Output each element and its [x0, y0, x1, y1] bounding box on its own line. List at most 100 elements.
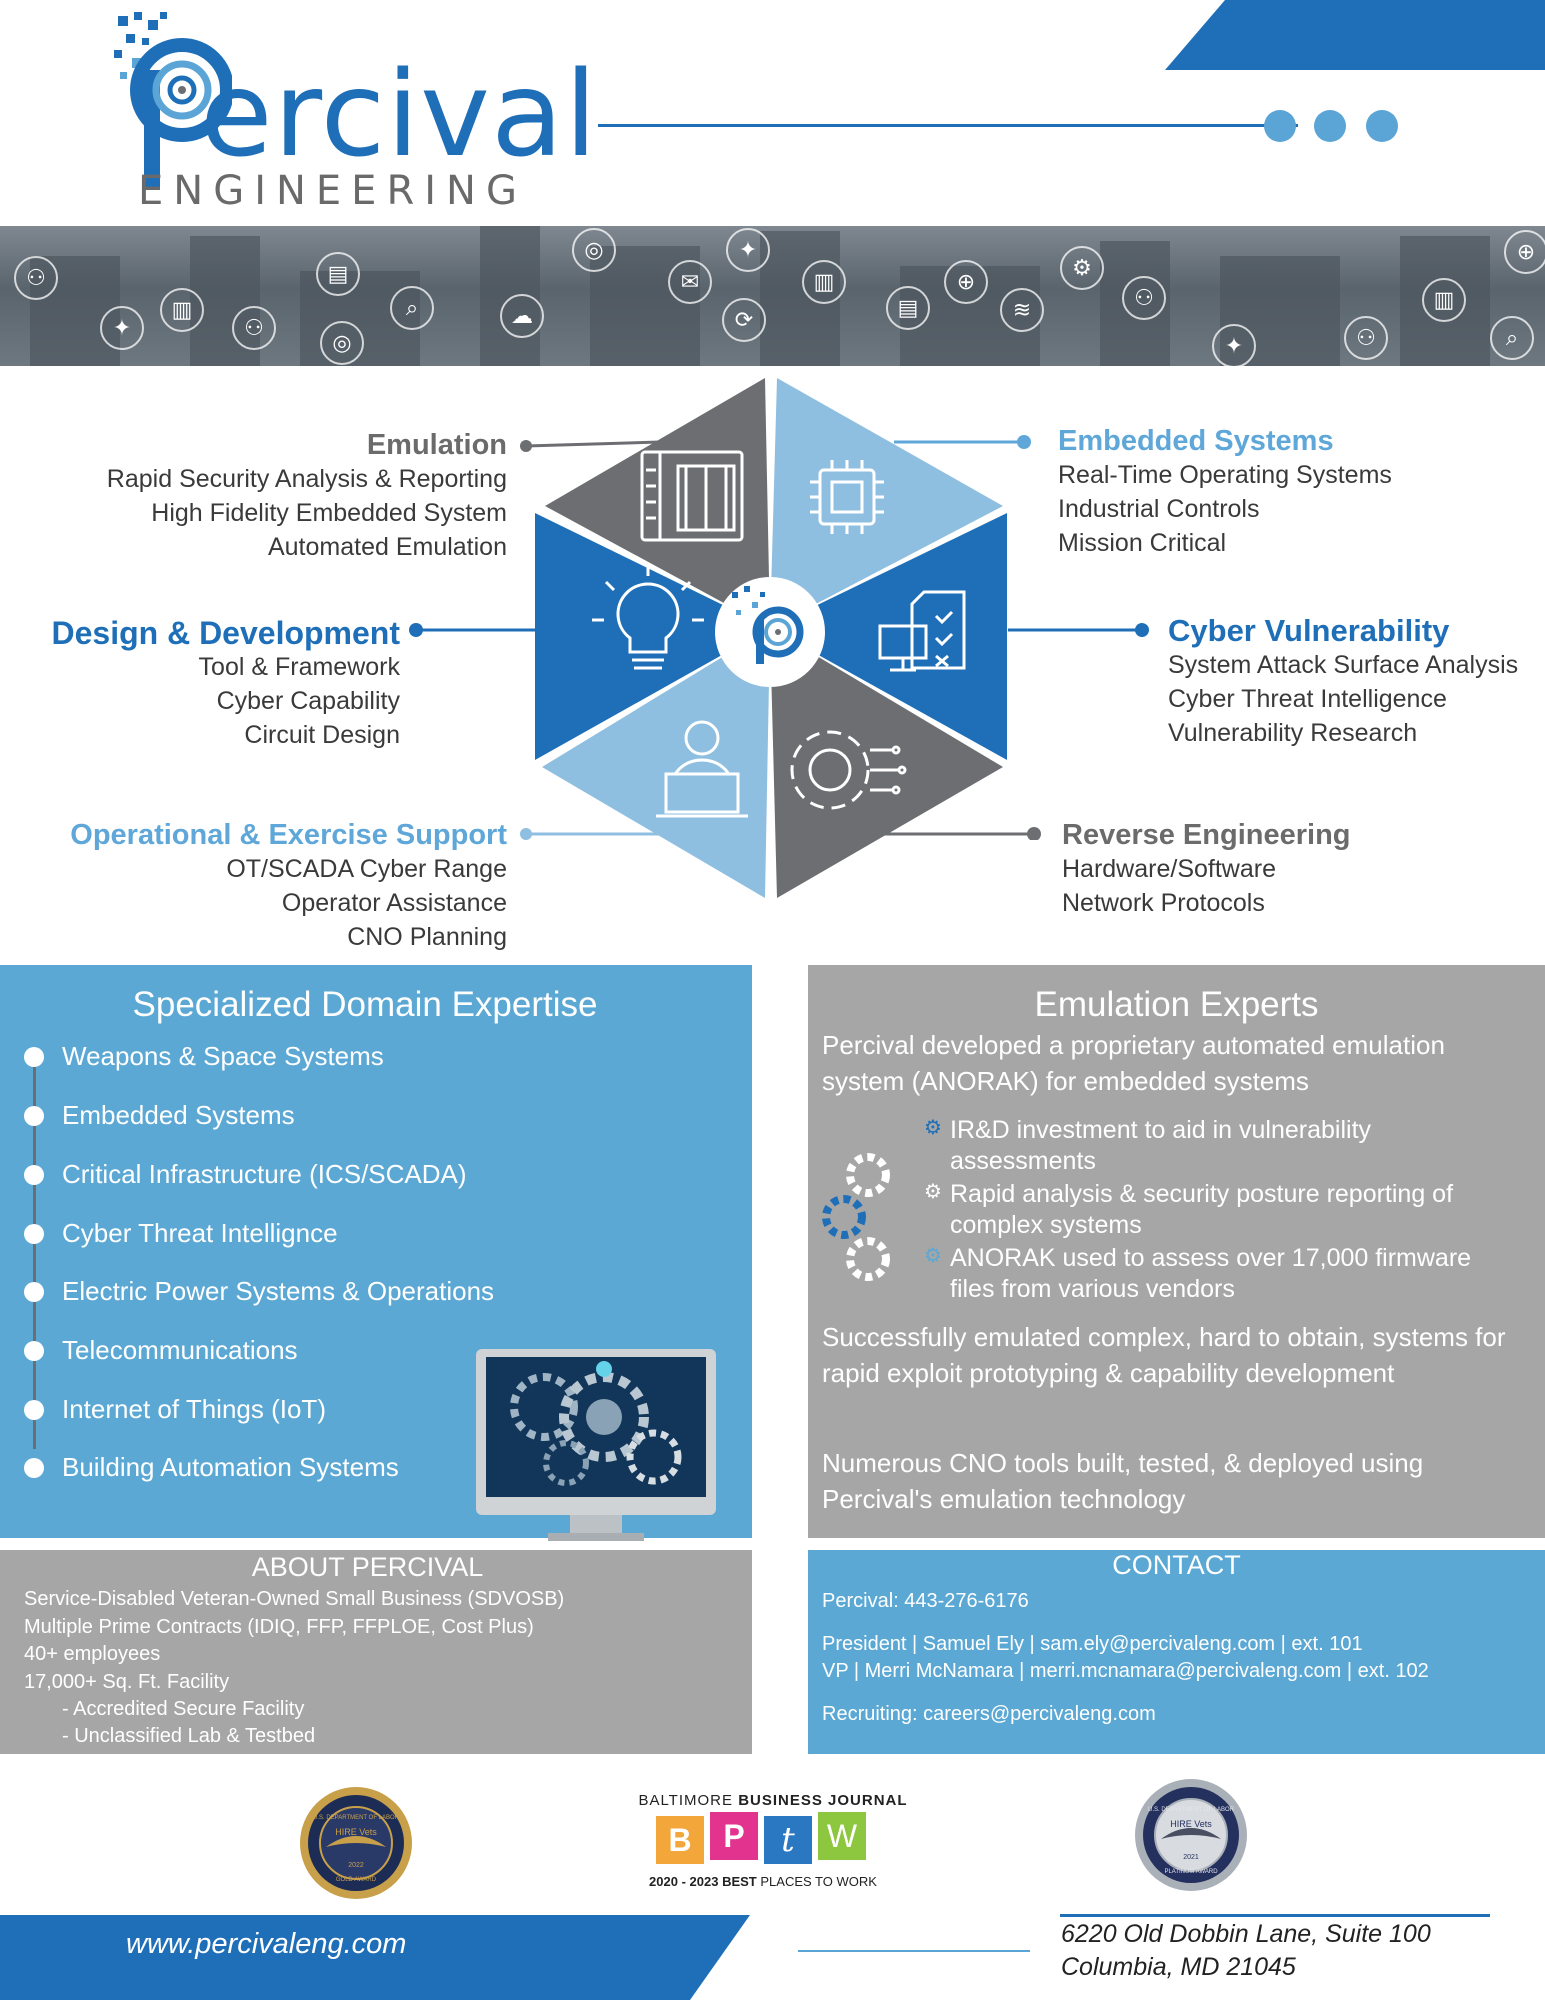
emulation-experts-panel: Emulation Experts Percival developed a p…: [808, 965, 1545, 1538]
hero-banner: ⚇ ▥ ✦ ⚇ ◎ ▤ ⌕ ◎ ✉ ☁ ✦ ⟳ ▥ ⊕ ▤ ≋ ⚙ ⚇ ▥ ⊕ …: [0, 226, 1545, 366]
service-cyber: Cyber Vulnerability System Attack Surfac…: [1168, 614, 1538, 750]
connector-lines: [409, 435, 1149, 840]
idea-icon: ✦: [726, 228, 770, 272]
service-item: Hardware/Software: [1062, 855, 1276, 883]
people-icon: ⚇: [1122, 276, 1166, 320]
about-line: Service-Disabled Veteran-Owned Small Bus…: [24, 1588, 565, 1610]
bullet-dot: [24, 1047, 44, 1067]
chip-icon: [810, 460, 884, 534]
service-item: Cyber Threat Intelligence: [1168, 685, 1447, 713]
contact-vp[interactable]: VP | Merri McNamara | merri.mcnamara@per…: [822, 1660, 1429, 1682]
hire-vets-gold-award: U.S. DEPARTMENT OF LABOR HIRE Vets 2022 …: [300, 1787, 412, 1899]
gear-icon: ⚙: [1060, 246, 1104, 290]
service-item: OT/SCADA Cyber Range: [226, 855, 507, 883]
bullet-dot: [24, 1458, 44, 1478]
header-dot: [1264, 110, 1296, 142]
service-item: Automated Emulation: [267, 533, 507, 561]
service-title: Emulation: [366, 429, 507, 461]
list-item-label: Building Automation Systems: [62, 1452, 399, 1482]
about-line: 17,000+ Sq. Ft. Facility: [24, 1671, 230, 1693]
bullet-dot: [24, 1106, 44, 1126]
footer-rule: [1060, 1914, 1490, 1917]
footer-address: 6220 Old Dobbin Lane, Suite 100 Columbia…: [1061, 1918, 1431, 1984]
rss-icon: ≋: [1000, 288, 1044, 332]
service-title: Reverse Engineering: [1062, 819, 1351, 851]
contact-president[interactable]: President | Samuel Ely | sam.ely@perciva…: [822, 1633, 1363, 1655]
list-item-label: Internet of Things (IoT): [62, 1394, 326, 1424]
about-line: 40+ employees: [24, 1643, 161, 1665]
gear-bullet-icon: ⚙: [924, 1245, 942, 1267]
about-panel: ABOUT PERCIVAL Service-Disabled Veteran-…: [0, 1550, 752, 1754]
footer-rule: [798, 1950, 1030, 1952]
service-item: Circuit Design: [244, 721, 400, 749]
service-title: Operational & Exercise Support: [70, 819, 507, 851]
service-item: Operator Assistance: [281, 889, 507, 917]
address-line: Columbia, MD 21045: [1061, 1953, 1296, 1981]
bbj-pre: BALTIMORE: [638, 1792, 734, 1809]
list-item-label: Cyber Threat Intellignce: [62, 1218, 338, 1248]
service-design: Design & Development Tool & Framework Cy…: [10, 616, 400, 752]
bullet-dot: [24, 1400, 44, 1420]
panel-title: Emulation Experts: [1034, 985, 1319, 1024]
service-item: System Attack Surface Analysis: [1168, 651, 1519, 679]
center-logo-icon: [732, 586, 804, 664]
list-item-label: Weapons & Space Systems: [62, 1041, 384, 1071]
emulation-paragraph: Successfully emulated complex, hard to o…: [822, 1322, 1506, 1388]
chart-icon: ▥: [802, 260, 846, 304]
list-item-label: Embedded Systems: [62, 1100, 295, 1130]
service-item: High Fidelity Embedded System: [151, 499, 507, 527]
service-item: Tool & Framework: [198, 653, 400, 681]
bullet-text: ANORAK used to assess over 17,000 firmwa…: [950, 1244, 1472, 1303]
globe-icon: ⊕: [944, 260, 988, 304]
target-icon: ◎: [320, 321, 364, 365]
header-dot: [1314, 110, 1346, 142]
list-item-label: Electric Power Systems & Operations: [62, 1276, 495, 1306]
gear-circuit-icon: [790, 730, 907, 810]
website-link[interactable]: www.percivaleng.com: [126, 1928, 407, 1960]
bptw-years: 2020 - 2023: [649, 1874, 719, 1889]
search-icon: ⌕: [1490, 316, 1534, 360]
idea-icon: ✦: [100, 306, 144, 350]
emulation-paragraph: Numerous CNO tools built, tested, & depl…: [822, 1448, 1424, 1514]
bptw-tile: B: [656, 1816, 704, 1864]
service-item: Cyber Capability: [216, 687, 400, 715]
target-icon: ◎: [572, 228, 616, 272]
bbj-post: BUSINESS JOURNAL: [738, 1792, 908, 1809]
hex-segment-cyber: [770, 513, 1007, 760]
chart-icon: ▥: [160, 288, 204, 332]
hire-vets-platinum-award: U.S. DEPARTMENT OF LABOR HIRE Vets 2021 …: [1135, 1779, 1247, 1891]
service-embedded: Embedded Systems Real-Time Operating Sys…: [1058, 424, 1498, 560]
service-item: Rapid Security Analysis & Reporting: [106, 465, 507, 493]
service-title: Embedded Systems: [1058, 425, 1334, 457]
globe-icon: ⊕: [1504, 230, 1545, 274]
header: ercival ENGINEERING: [0, 0, 1545, 226]
chart-icon: ▤: [316, 252, 360, 296]
gear-bullet-icon: ⚙: [924, 1117, 942, 1139]
seal-mid-text: HIRE Vets: [1170, 1819, 1212, 1829]
bullet-dot: [24, 1282, 44, 1302]
footer-bar: [0, 1915, 750, 2000]
service-item: Mission Critical: [1058, 529, 1227, 557]
list-item-label: Critical Infrastructure (ICS/SCADA): [62, 1159, 467, 1189]
contact-recruiting[interactable]: Recruiting: careers@percivaleng.com: [822, 1703, 1156, 1725]
bullet-dot: [24, 1224, 44, 1244]
panel-title: ABOUT PERCIVAL: [251, 1552, 484, 1582]
service-operational: Operational & Exercise Support OT/SCADA …: [10, 818, 507, 954]
logo-mark: [114, 12, 232, 190]
chart-icon: ▤: [886, 286, 930, 330]
emulation-intro: Percival developed a proprietary automat…: [822, 1030, 1445, 1096]
bptw-tile: t: [764, 1816, 812, 1864]
timeline-line: [33, 1057, 36, 1449]
header-rule: [598, 124, 1298, 127]
people-icon: ⚇: [232, 306, 276, 350]
bullet-text: IR&D investment to aid in vulnerability …: [950, 1116, 1372, 1175]
lightbulb-icon: [592, 564, 704, 670]
bptw-award: BALTIMORE BUSINESS JOURNAL B P t W 2020 …: [618, 1788, 928, 1898]
hex-segment-operational: [542, 628, 770, 898]
bptw-tile: W: [818, 1812, 866, 1860]
hex-segment-reverse: [770, 628, 1003, 898]
seal-bottom-text: GOLD AWARD: [336, 1877, 377, 1883]
service-item: CNO Planning: [347, 923, 507, 951]
contact-phone[interactable]: Percival: 443-276-6176: [822, 1590, 1029, 1612]
about-line: - Accredited Secure Facility: [62, 1698, 305, 1720]
